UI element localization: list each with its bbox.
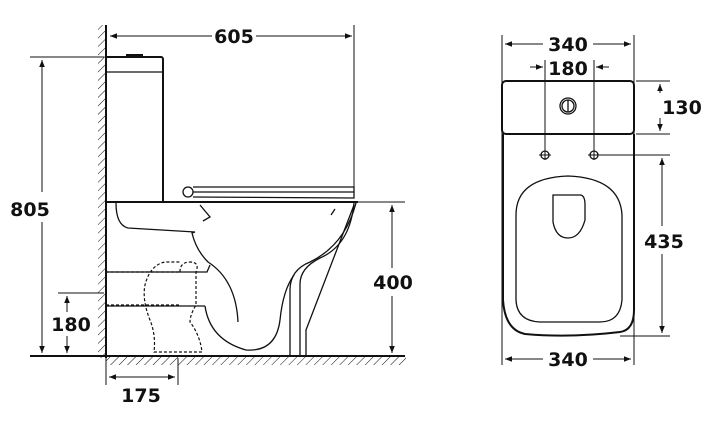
seat-top xyxy=(515,175,623,323)
flush-button-icon xyxy=(559,97,577,115)
outlet-pipe-dashed xyxy=(106,261,203,353)
dim-fixing-spacing: 180 xyxy=(548,58,588,80)
dim-outlet-height: 180 xyxy=(51,314,91,336)
dim-seat-height: 400 xyxy=(373,272,413,294)
top-view: 340 180 130 435 340 xyxy=(501,34,702,371)
dim-overall-height: 805 xyxy=(10,199,50,221)
side-view: 605 805 180 175 400 xyxy=(10,25,413,407)
wall-hatch xyxy=(98,25,106,358)
dim-tank-depth: 130 xyxy=(662,97,702,119)
dim-bowl-width: 340 xyxy=(548,349,588,371)
dim-bowl-length: 435 xyxy=(644,231,684,253)
floor-hatch xyxy=(106,357,406,365)
bowl-top-outline xyxy=(502,134,635,337)
seat-side xyxy=(182,186,355,199)
bowl-side xyxy=(106,201,358,356)
bowl-opening xyxy=(552,194,586,239)
fixing-holes xyxy=(539,60,600,160)
dim-tank-width: 340 xyxy=(548,34,588,56)
dim-overall-depth: 605 xyxy=(214,26,254,48)
cistern-side xyxy=(106,54,164,202)
dim-outlet-distance: 175 xyxy=(121,385,161,407)
